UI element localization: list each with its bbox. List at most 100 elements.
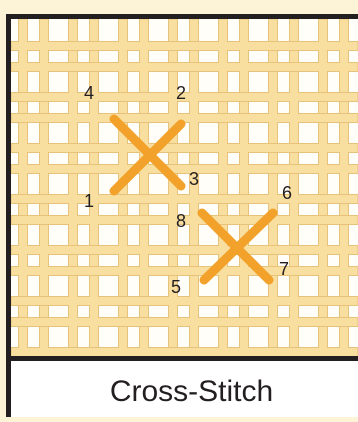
- thread-crossing: [40, 164, 48, 175]
- thread-crossing: [190, 215, 198, 226]
- thread-crossing: [340, 164, 348, 175]
- stitch-label-3: 3: [189, 169, 199, 189]
- horizontal-thread: [11, 144, 358, 153]
- thread-crossing: [169, 296, 177, 307]
- thread-crossing: [90, 113, 98, 124]
- horizontal-thread: [11, 318, 358, 327]
- stitch-label-5: 5: [171, 277, 181, 297]
- thread-crossing: [40, 41, 48, 52]
- thread-crossing: [240, 62, 248, 73]
- stitch-label-1: 1: [84, 191, 94, 211]
- thread-crossing: [340, 245, 348, 256]
- thread-crossing: [319, 164, 327, 175]
- thread-crossing: [19, 41, 27, 52]
- horizontal-thread: [11, 246, 358, 255]
- thread-crossing: [69, 215, 77, 226]
- thread-crossing: [240, 143, 248, 154]
- thread-crossing: [190, 317, 198, 328]
- thread-crossing: [119, 347, 127, 357]
- thread-crossing: [90, 296, 98, 307]
- thread-crossing: [169, 317, 177, 328]
- thread-crossing: [190, 113, 198, 124]
- thread-crossing: [19, 143, 27, 154]
- thread-crossing: [269, 113, 277, 124]
- thread-crossing: [340, 347, 348, 357]
- thread-crossing: [319, 245, 327, 256]
- thread-crossing: [40, 347, 48, 357]
- thread-crossing: [319, 143, 327, 154]
- stitch-label-7: 7: [279, 259, 289, 279]
- thread-crossing: [219, 62, 227, 73]
- thread-crossing: [290, 317, 298, 328]
- thread-crossing: [269, 92, 277, 103]
- thread-crossing: [119, 245, 127, 256]
- thread-crossing: [40, 245, 48, 256]
- diagram-frame: 4 2 1 3 8 6 5 7 Cross-Stitch: [6, 14, 358, 417]
- thread-crossing: [69, 194, 77, 205]
- thread-crossing: [90, 317, 98, 328]
- thread-crossing: [219, 41, 227, 52]
- horizontal-thread: [11, 42, 358, 51]
- thread-crossing: [240, 41, 248, 52]
- thread-crossing: [90, 215, 98, 226]
- thread-crossing: [240, 266, 248, 277]
- thread-crossing: [19, 266, 27, 277]
- thread-crossing: [140, 62, 148, 73]
- thread-crossing: [240, 347, 248, 357]
- thread-crossing: [190, 296, 198, 307]
- stitch-label-8: 8: [176, 211, 186, 231]
- thread-crossing: [340, 62, 348, 73]
- thread-crossing: [119, 41, 127, 52]
- thread-crossing: [240, 164, 248, 175]
- thread-crossing: [319, 266, 327, 277]
- horizontal-thread: [11, 297, 358, 306]
- thread-crossing: [119, 62, 127, 73]
- thread-crossing: [40, 62, 48, 73]
- thread-crossing: [69, 113, 77, 124]
- thread-crossing: [140, 347, 148, 357]
- cross-stitch-diagram: 4 2 1 3 8 6 5 7: [11, 19, 358, 356]
- thread-crossing: [290, 113, 298, 124]
- thread-crossing: [340, 143, 348, 154]
- thread-crossing: [340, 266, 348, 277]
- thread-crossing: [219, 143, 227, 154]
- thread-crossing: [40, 143, 48, 154]
- thread-crossing: [319, 41, 327, 52]
- thread-crossing: [19, 347, 27, 357]
- thread-crossing: [169, 113, 177, 124]
- thread-crossing: [219, 347, 227, 357]
- thread-crossing: [319, 62, 327, 73]
- thread-crossing: [290, 92, 298, 103]
- thread-crossing: [19, 164, 27, 175]
- thread-crossing: [190, 194, 198, 205]
- thread-crossing: [290, 296, 298, 307]
- thread-crossing: [340, 41, 348, 52]
- stitch-label-2: 2: [176, 83, 186, 103]
- thread-crossing: [319, 347, 327, 357]
- thread-crossing: [269, 296, 277, 307]
- thread-crossing: [69, 296, 77, 307]
- thread-crossing: [19, 245, 27, 256]
- thread-crossing: [269, 194, 277, 205]
- thread-crossing: [69, 92, 77, 103]
- thread-crossing: [119, 143, 127, 154]
- diagram-caption: Cross-Stitch: [11, 361, 358, 422]
- thread-crossing: [190, 92, 198, 103]
- thread-crossing: [140, 245, 148, 256]
- horizontal-thread: [11, 348, 358, 357]
- horizontal-thread: [11, 63, 358, 72]
- thread-crossing: [119, 266, 127, 277]
- thread-crossing: [219, 164, 227, 175]
- horizontal-thread: [11, 195, 358, 204]
- horizontal-thread: [11, 114, 358, 123]
- thread-crossing: [69, 317, 77, 328]
- thread-crossing: [169, 194, 177, 205]
- stitch-label-6: 6: [282, 183, 292, 203]
- horizontal-thread: [11, 165, 358, 174]
- thread-crossing: [269, 317, 277, 328]
- stitch-label-4: 4: [84, 83, 94, 103]
- thread-crossing: [40, 266, 48, 277]
- horizontal-thread: [11, 267, 358, 276]
- thread-crossing: [19, 62, 27, 73]
- needlepoint-canvas: 4 2 1 3 8 6 5 7: [11, 19, 358, 361]
